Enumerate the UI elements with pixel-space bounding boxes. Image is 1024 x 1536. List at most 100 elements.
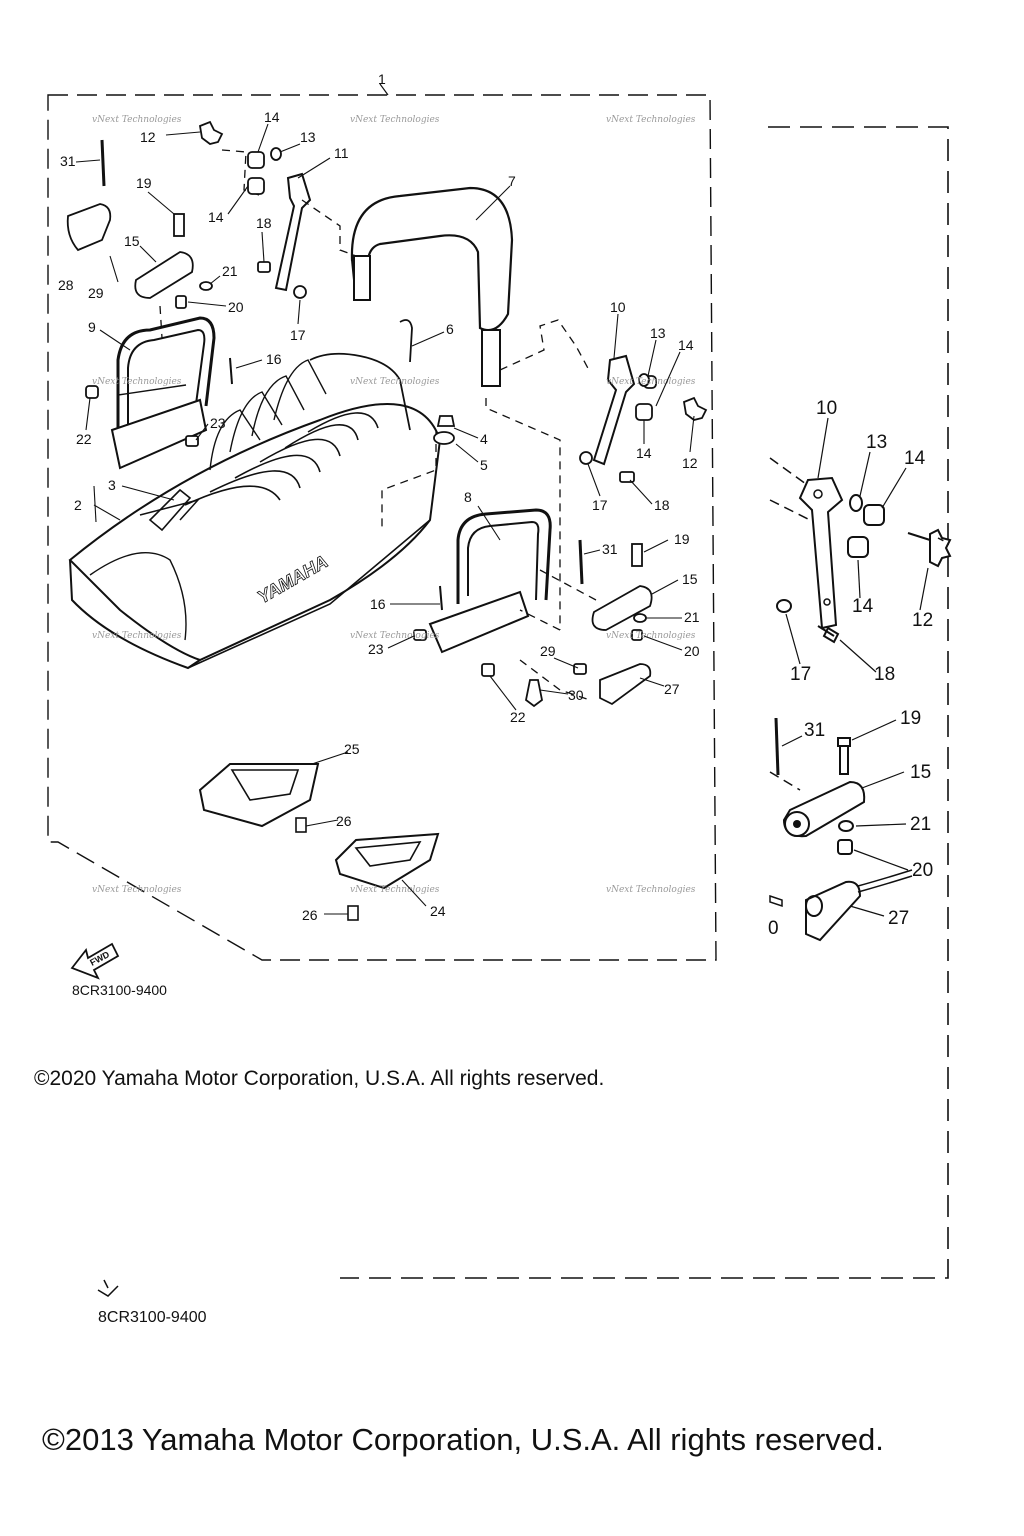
watermark: vNext Technologies — [606, 885, 696, 895]
watermark: vNext Technologies — [92, 885, 182, 895]
callout-29a: 29 — [88, 285, 104, 301]
assembly-lines — [159, 149, 597, 701]
copyright-2013: ©2013 Yamaha Motor Corporation, U.S.A. A… — [42, 1422, 884, 1457]
bg-bracket-10 — [798, 476, 844, 630]
bg-callout: 15 — [910, 762, 931, 783]
bg-rod-31 — [774, 717, 780, 776]
bg-washer-21 — [838, 820, 854, 832]
watermark: vNext Technologies — [92, 115, 182, 125]
background-diagram-code: 8CR3100-9400 — [98, 1309, 207, 1326]
callout-31b: 31 — [602, 541, 618, 557]
callout-14c: 14 — [678, 337, 694, 353]
callout-14a: 14 — [264, 109, 280, 125]
bg-switch-27 — [805, 880, 862, 942]
callout-20b: 20 — [684, 643, 700, 659]
callout-17b: 17 — [592, 497, 608, 513]
bg-callout: 27 — [888, 908, 909, 929]
callout-9: 9 — [88, 319, 96, 335]
main-frame — [47, 94, 717, 961]
seat-bracket-right — [428, 508, 552, 654]
callout-23b: 23 — [368, 641, 384, 657]
callout-14b: 14 — [208, 209, 224, 225]
copyright-2020: ©2020 Yamaha Motor Corporation, U.S.A. A… — [34, 1067, 605, 1090]
seat-bracket-left — [110, 316, 216, 470]
callout-13a: 13 — [300, 129, 316, 145]
bg-callout: 12 — [912, 610, 933, 631]
footrest-24 — [334, 832, 440, 921]
bg-callout: 20 — [912, 860, 933, 881]
watermark: vNext Technologies — [92, 377, 182, 387]
bg-callout: 18 — [874, 664, 895, 685]
bg-bolt-19 — [837, 737, 851, 775]
arm-11 — [274, 172, 312, 292]
watermark: vNext Technologies — [350, 885, 440, 895]
watermark: vNext Technologies — [350, 631, 440, 641]
callout-23a: 23 — [210, 415, 226, 431]
callout-20a: 20 — [228, 299, 244, 315]
bg-callout: 10 — [816, 398, 837, 419]
watermark: vNext Technologies — [350, 377, 440, 387]
callout-6: 6 — [446, 321, 454, 337]
bg-washer-13 — [849, 494, 863, 512]
footrest-25 — [198, 763, 320, 833]
watermark: vNext Technologies — [350, 115, 440, 125]
callout-15b: 15 — [682, 571, 698, 587]
callout-21b: 21 — [684, 609, 700, 625]
bg-callout: 17 — [790, 664, 811, 685]
diagram-code: 8CR3100-9400 — [72, 982, 167, 998]
callout-29b: 29 — [540, 643, 556, 659]
bg-callout: 13 — [866, 432, 887, 453]
callout-22b: 22 — [510, 709, 526, 725]
backrest-pad — [350, 186, 514, 387]
bg-callout: 14 — [904, 448, 926, 469]
callout-16b: 16 — [370, 596, 386, 612]
callout-11: 11 — [334, 145, 349, 161]
callout-5: 5 — [480, 457, 488, 473]
callout-26a: 26 — [336, 813, 352, 829]
background-frame — [340, 126, 949, 1279]
callout-3: 3 — [108, 477, 116, 493]
bg-bolt-18 — [817, 625, 840, 644]
watermark: vNext Technologies — [606, 115, 696, 125]
callout-15a: 15 — [124, 233, 140, 249]
callout-12b: 12 — [682, 455, 698, 471]
callout-7: 7 — [508, 173, 516, 189]
seat-cover: YAMAHA — [68, 352, 442, 670]
callout-24: 24 — [430, 903, 446, 919]
bg-callout: 19 — [900, 708, 921, 729]
callout-22a: 22 — [76, 431, 92, 447]
bg-callout: 21 — [910, 814, 931, 835]
watermark: vNext Technologies — [606, 377, 696, 387]
watermark: vNext Technologies — [92, 631, 182, 641]
bg-nut-20 — [837, 839, 853, 855]
bg-callout: 14 — [852, 596, 874, 617]
callout-8: 8 — [464, 489, 472, 505]
watermark: vNext Technologies — [606, 631, 696, 641]
bg-fwd-arrow-fragment — [97, 1279, 119, 1297]
callout-26b: 26 — [302, 907, 318, 923]
bg-callout: 0 — [768, 918, 779, 939]
callout-31a: 31 — [60, 153, 76, 169]
callout-27: 27 — [664, 681, 680, 697]
callout-17a: 17 — [290, 327, 306, 343]
callout-13b: 13 — [650, 325, 666, 341]
callout-14d: 14 — [636, 445, 652, 461]
callout-18a: 18 — [256, 215, 272, 231]
callout-16a: 16 — [266, 351, 282, 367]
callout-10: 10 — [610, 299, 626, 315]
callout-1: 1 — [378, 71, 386, 87]
bg-callout: 31 — [804, 720, 825, 741]
arm-10 — [592, 354, 636, 466]
callout-25: 25 — [344, 741, 360, 757]
hardware — [66, 120, 708, 708]
bg-bushing-14b — [847, 536, 869, 558]
leader-lines — [75, 123, 695, 915]
main-callouts: 1 2 3 4 5 6 7 8 9 10 11 12 12 13 13 14 1… — [58, 71, 700, 923]
bg-washer-17 — [776, 599, 792, 613]
callout-2: 2 — [74, 497, 82, 513]
bg-bushing-14a — [863, 504, 885, 526]
callout-18b: 18 — [654, 497, 670, 513]
callout-19b: 19 — [674, 531, 690, 547]
